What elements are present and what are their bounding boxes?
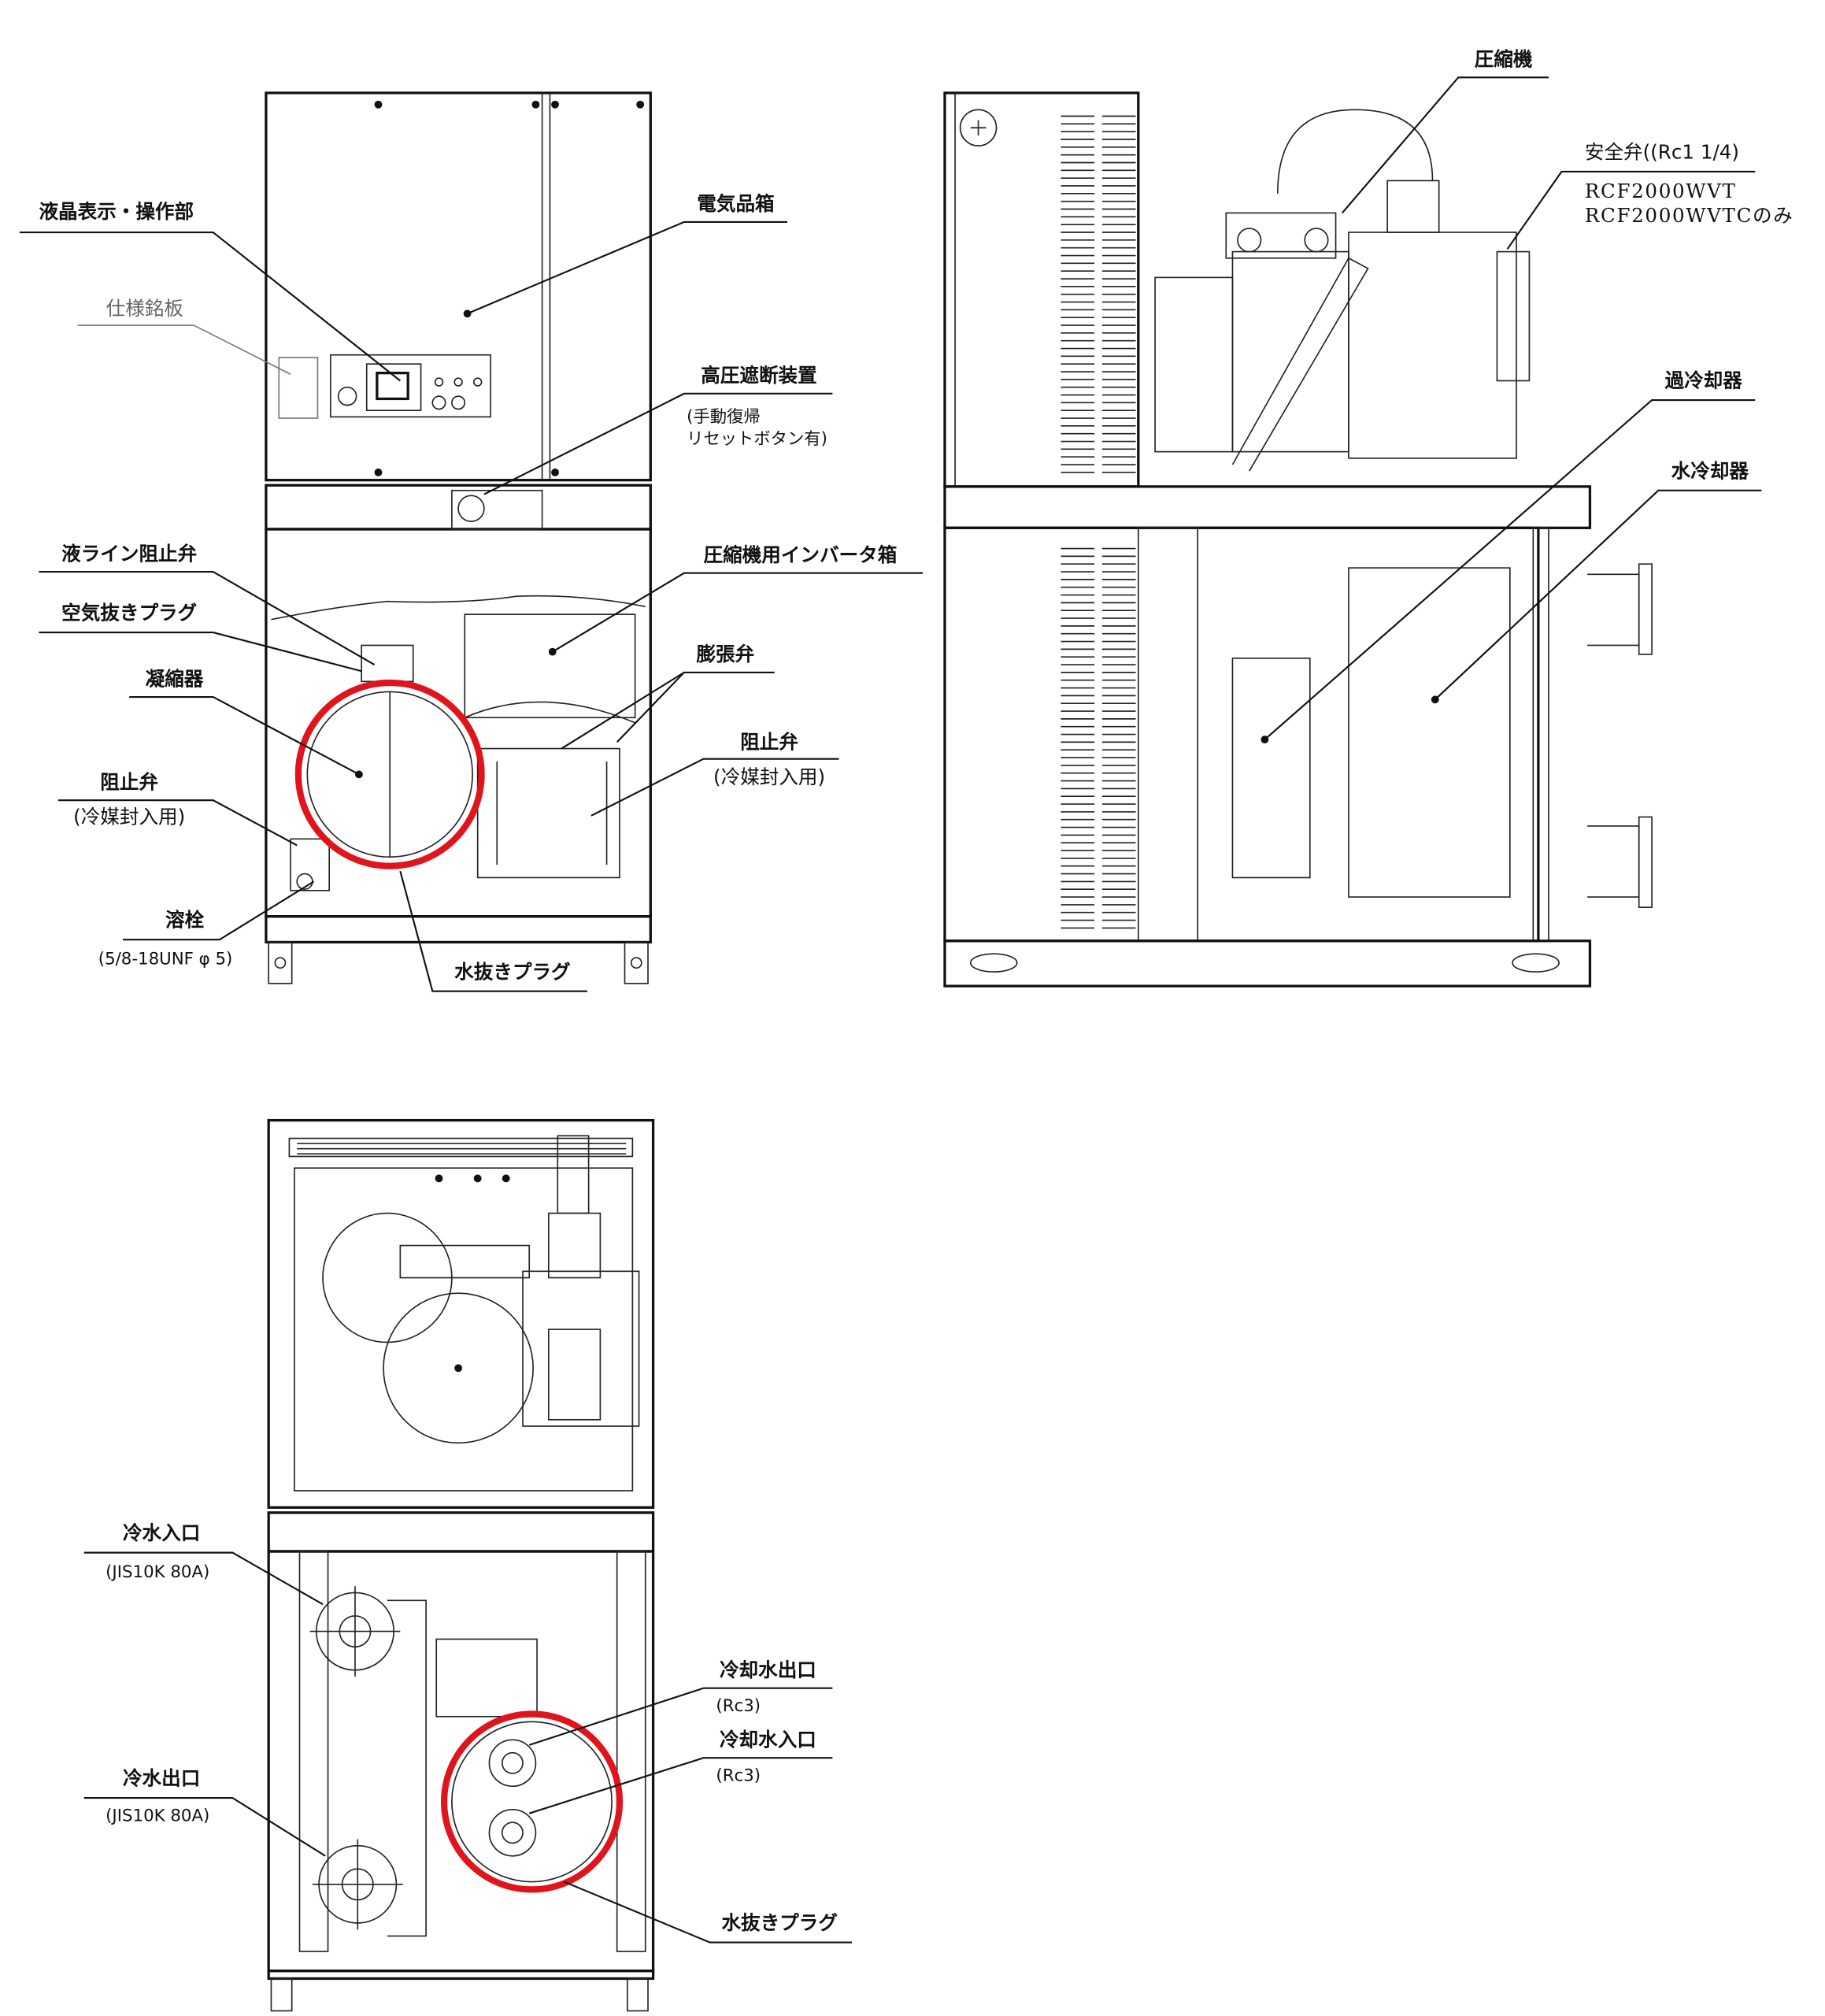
label-fusible-plug: 溶栓 [165, 909, 205, 932]
label-stop-valve-right-note: (冷媒封入用) [713, 765, 825, 788]
label-stop-valve-left-note: (冷媒封入用) [73, 806, 185, 828]
label-safety-valve: 安全弁((Rc1 1/4) [1585, 141, 1739, 164]
leader-lines [19, 76, 1762, 1944]
label-cooling-water-inlet: 冷却水入口 [720, 1728, 816, 1751]
label-drain-plug-rear: 水抜きプラグ [721, 1911, 838, 1934]
label-subcooler: 過冷却器 [1665, 369, 1743, 392]
label-stop-valve-right: 阻止弁 [740, 731, 798, 754]
condenser-highlight-circle [294, 679, 485, 869]
label-water-cooler: 水冷却器 [1671, 459, 1749, 482]
label-hp-cutout-note1: (手動復帰 [687, 407, 761, 427]
label-lcd-panel: 液晶表示・操作部 [39, 200, 194, 223]
label-drain-plug-front: 水抜きプラグ [454, 960, 571, 983]
label-chilled-water-inlet: 冷水入口 [123, 1521, 200, 1544]
labels: 液晶表示・操作部 仕様銘板 電気品箱 高圧遮断装置 (手動復帰 リセットボタン有… [39, 48, 1794, 1935]
label-liquid-line-valve: 液ライン阻止弁 [61, 542, 197, 565]
label-model-1: RCF2000WVT [1585, 180, 1737, 202]
label-chilled-water-inlet-spec: (JIS10K 80A) [106, 1562, 209, 1582]
cooling-water-highlight-circle [440, 1710, 624, 1893]
label-chilled-water-outlet: 冷水出口 [123, 1767, 200, 1790]
rear-view-drawing [267, 1118, 655, 2012]
louver-grille [1061, 547, 1136, 929]
label-hp-cutout-note2: リセットボタン有) [687, 429, 827, 449]
label-nameplate: 仕様銘板 [106, 297, 183, 320]
label-air-vent-plug: 空気抜きプラグ [61, 602, 197, 624]
label-expansion-valve: 膨張弁 [696, 643, 754, 665]
louver-grille [1061, 115, 1136, 473]
front-view-drawing [265, 91, 652, 984]
label-chilled-water-outlet-spec: (JIS10K 80A) [106, 1807, 209, 1826]
label-compressor: 圧縮機 [1475, 48, 1533, 71]
label-cooling-water-outlet-spec: (Rc3) [716, 1696, 761, 1716]
nameplate-shape [278, 357, 319, 419]
label-condenser: 凝縮器 [146, 667, 204, 690]
label-electrical-box: 電気品箱 [697, 192, 774, 215]
control-panel-shape [330, 354, 491, 418]
label-stop-valve-left: 阻止弁 [100, 770, 158, 793]
label-inverter-box: 圧縮機用インバータ箱 [704, 543, 898, 566]
side-view-drawing [943, 91, 1653, 988]
label-model-2: RCF2000WVTCのみ [1585, 204, 1794, 227]
label-hp-cutout: 高圧遮断装置 [701, 364, 816, 387]
label-cooling-water-inlet-spec: (Rc3) [716, 1766, 761, 1786]
label-cooling-water-outlet: 冷却水出口 [720, 1658, 816, 1681]
label-fusible-plug-spec: (5/8-18UNF φ 5) [98, 949, 233, 969]
